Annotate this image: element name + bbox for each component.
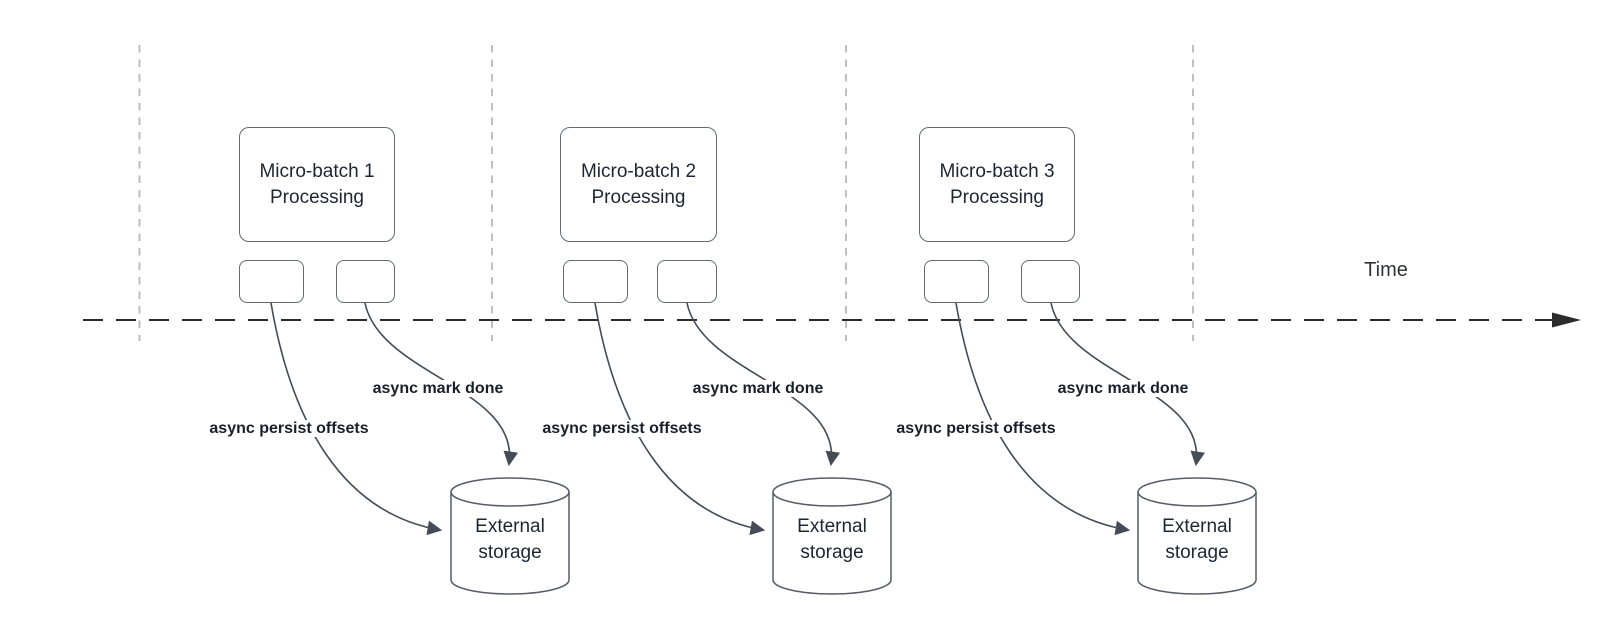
micro-batch-2-label: Micro-batch 2 Processing (580, 160, 697, 208)
micro-batch-2-task-b-node (657, 260, 717, 303)
time-axis-label: Time (1364, 259, 1408, 281)
micro-batch-2-task-a-node (563, 260, 628, 303)
micro-batch-3-node: Micro-batch 3 Processing (919, 127, 1075, 242)
micro-batch-1-task-b-node (336, 260, 395, 303)
micro-batch-1-label: Micro-batch 1 Processing (259, 160, 375, 208)
external-storage-cylinder-2 (772, 477, 892, 595)
micro-batch-3-task-b-node (1021, 260, 1080, 303)
persist-offsets-label-1: async persist offsets (206, 420, 372, 437)
micro-batch-1-node: Micro-batch 1 Processing (239, 127, 395, 242)
persist-offsets-label-2: async persist offsets (539, 420, 705, 437)
persist-offsets-label-3: async persist offsets (893, 420, 1059, 437)
persist-offsets-arrow-2 (594, 302, 766, 536)
external-storage-cylinder-1 (450, 477, 570, 595)
micro-batch-3-task-a-node (924, 260, 989, 303)
external-storage-label-2: External storage (797, 516, 867, 563)
micro-batch-1-task-a-node (239, 260, 304, 303)
micro-batch-3-label: Micro-batch 3 Processing (939, 160, 1055, 208)
mark-done-label-1: async mark done (369, 380, 507, 397)
persist-offsets-arrow-3 (955, 302, 1131, 536)
micro-batch-2-node: Micro-batch 2 Processing (560, 127, 717, 242)
persist-offsets-arrow-1 (270, 302, 443, 536)
time-axis-arrowhead (1552, 312, 1581, 328)
external-storage-label-3: External storage (1162, 516, 1232, 563)
mark-done-label-3: async mark done (1054, 380, 1192, 397)
external-storage-cylinder-3 (1137, 477, 1257, 595)
external-storage-label-1: External storage (475, 516, 545, 563)
mark-done-label-2: async mark done (689, 380, 827, 397)
